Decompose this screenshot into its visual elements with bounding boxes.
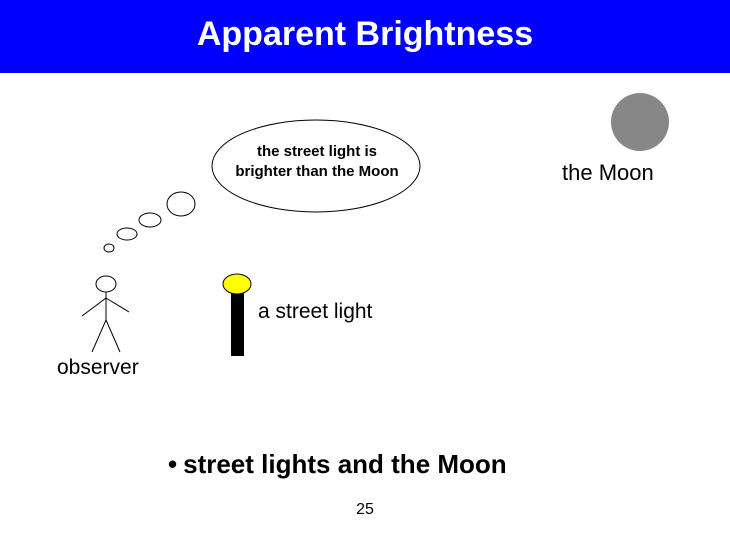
thought-bubble-small-2 [116,227,138,241]
observer-right-leg [105,319,121,353]
thought-bubble-small-1 [103,243,115,253]
observer-left-arm [81,297,107,317]
observer-right-arm [105,297,130,313]
bullet-point: •street lights and the Moon [168,449,507,480]
thought-line-2: brighter than the Moon [235,163,399,180]
bullet-symbol: • [168,449,178,479]
street-light-pole [231,285,244,356]
street-light-label: a street light [258,300,373,323]
street-light-lamp [222,273,252,295]
bullet-text: street lights and the Moon [183,449,507,479]
slide-title: Apparent Brightness [196,15,534,53]
moon-label: the Moon [562,160,654,185]
observer-label: observer [57,356,139,379]
moon-shape [611,93,669,151]
title-bar: Apparent Brightness [0,0,730,73]
observer-stick-figure [81,275,130,353]
thought-bubble-small-3 [138,212,162,228]
thought-bubble-small-4 [166,191,196,217]
page-number: 25 [356,501,374,518]
thought-bubble [211,119,421,213]
observer-left-leg [91,319,107,353]
thought-text: the street light is brighter than the Mo… [212,142,422,182]
observer-head [95,275,117,293]
thought-line-1: the street light is [256,143,378,160]
